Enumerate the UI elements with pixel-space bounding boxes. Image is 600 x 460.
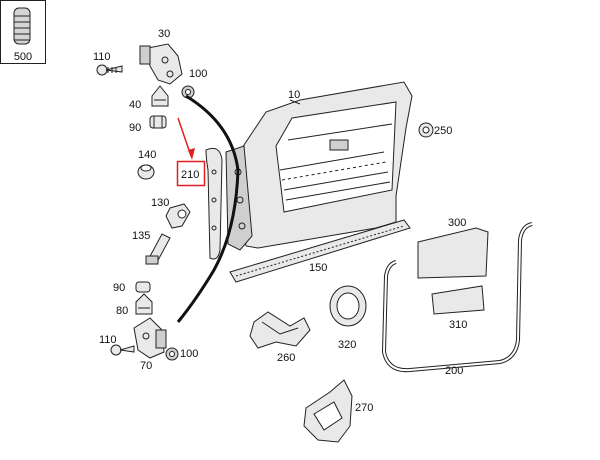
bolt-80[interactable] xyxy=(135,293,153,315)
callout-80: 80 xyxy=(116,305,128,317)
highlight-box-210[interactable] xyxy=(176,160,206,187)
callout-40: 40 xyxy=(129,99,141,111)
nut-100-bottom[interactable] xyxy=(165,347,179,361)
callout-260: 260 xyxy=(277,352,295,364)
cap-140[interactable] xyxy=(137,164,155,180)
door-shell-10[interactable] xyxy=(225,81,413,251)
callout-300: 300 xyxy=(448,217,466,229)
highlight-arrow-head xyxy=(188,148,195,160)
legend-label-500: 500 xyxy=(14,51,32,63)
sill-trim-150[interactable] xyxy=(229,219,411,283)
door-check-strap xyxy=(176,94,240,323)
weatherstrip-200[interactable] xyxy=(381,222,533,373)
hinge-30-top[interactable] xyxy=(139,43,183,85)
callout-70: 70 xyxy=(140,360,152,372)
grommet-500-icon xyxy=(13,7,31,45)
nut-100-top[interactable] xyxy=(181,85,195,99)
callout-270: 270 xyxy=(355,402,373,414)
hinge-70-bottom[interactable] xyxy=(133,317,167,359)
seal-210[interactable] xyxy=(205,147,223,260)
leader-lines xyxy=(289,99,301,105)
callout-320: 320 xyxy=(338,339,356,351)
ring-320[interactable] xyxy=(329,285,367,327)
callout-110-bottom: 110 xyxy=(99,334,117,346)
callout-150: 150 xyxy=(309,262,327,274)
nut-90-bottom[interactable] xyxy=(135,281,151,293)
callout-250: 250 xyxy=(434,125,452,137)
bracket-260[interactable] xyxy=(249,311,311,349)
bolt-40[interactable] xyxy=(151,85,169,107)
callout-100-top: 100 xyxy=(189,68,207,80)
legend-box-500[interactable]: 500 xyxy=(0,0,46,64)
pad-300[interactable] xyxy=(417,227,489,279)
nut-90-top[interactable] xyxy=(149,115,167,129)
cover-270[interactable] xyxy=(303,379,353,443)
pad-310[interactable] xyxy=(431,285,485,315)
highlight-arrow-line xyxy=(177,117,192,157)
callout-135: 135 xyxy=(132,230,150,242)
callout-110-top: 110 xyxy=(93,51,111,63)
callout-90-bottom: 90 xyxy=(113,282,125,294)
plug-250[interactable] xyxy=(418,122,434,138)
callout-30: 30 xyxy=(158,28,170,40)
callout-90-top: 90 xyxy=(129,122,141,134)
callout-140: 140 xyxy=(138,149,156,161)
callout-310: 310 xyxy=(449,319,467,331)
elbow-130[interactable] xyxy=(165,203,191,229)
screw-110-top[interactable] xyxy=(96,64,123,76)
callout-100-bottom: 100 xyxy=(180,348,198,360)
callout-130: 130 xyxy=(151,197,169,209)
callout-210: 210 xyxy=(181,169,199,181)
bracket-135[interactable] xyxy=(145,233,171,265)
screw-110-bottom[interactable] xyxy=(110,344,135,356)
callout-200: 200 xyxy=(445,365,463,377)
callout-10: 10 xyxy=(288,89,300,101)
